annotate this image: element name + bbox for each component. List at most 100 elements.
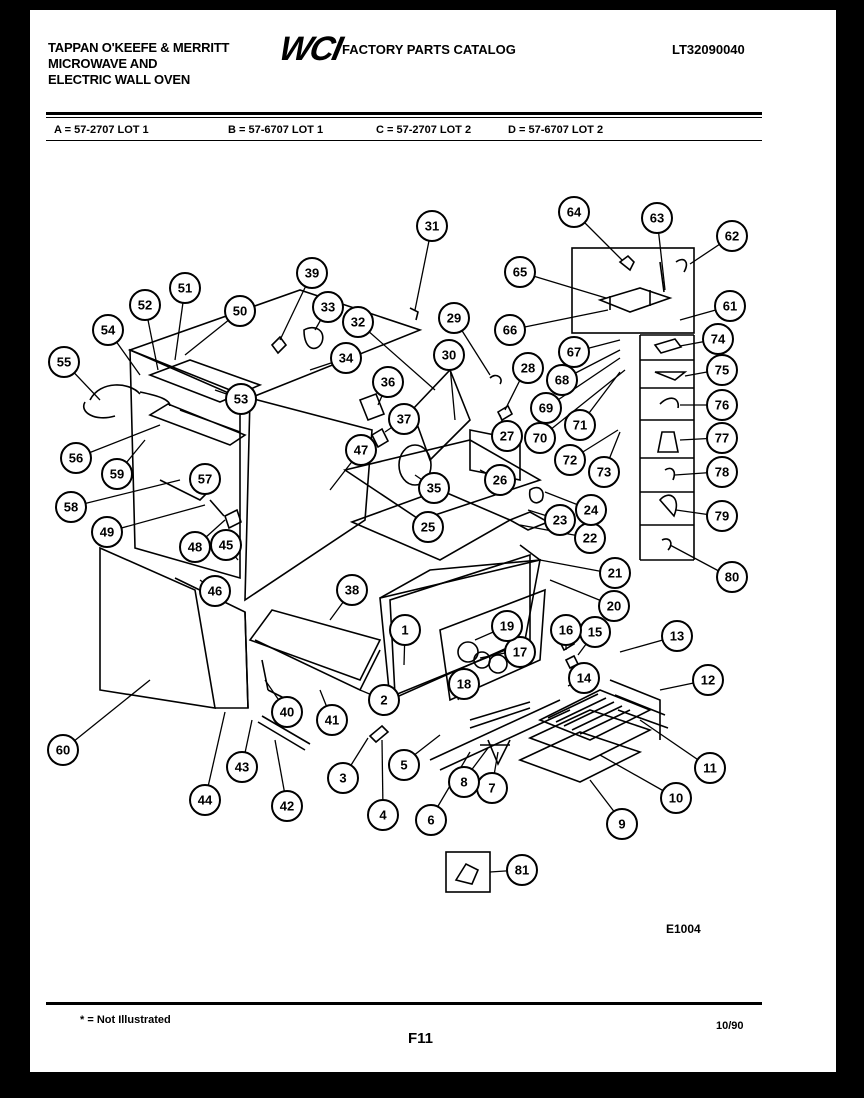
svg-text:12: 12 — [701, 673, 715, 688]
svg-text:37: 37 — [397, 412, 411, 427]
svg-text:30: 30 — [442, 348, 456, 363]
brand-line: TAPPAN O'KEEFE & MERRITT — [48, 40, 230, 55]
svg-text:75: 75 — [715, 363, 729, 378]
svg-text:71: 71 — [573, 418, 587, 433]
callout-12: 12 — [692, 664, 724, 696]
callout-2: 2 — [368, 684, 400, 716]
lot-b: B = 57-6707 LOT 1 — [228, 124, 324, 136]
svg-text:20: 20 — [607, 599, 621, 614]
callout-35: 35 — [418, 472, 450, 504]
svg-text:64: 64 — [567, 205, 582, 220]
svg-text:42: 42 — [280, 799, 294, 814]
callout-69: 69 — [530, 392, 562, 424]
svg-text:43: 43 — [235, 760, 249, 775]
svg-text:4: 4 — [379, 808, 387, 823]
callout-22: 22 — [574, 522, 606, 554]
svg-text:35: 35 — [427, 481, 441, 496]
callout-30: 30 — [433, 339, 465, 371]
callout-17: 17 — [504, 636, 536, 668]
svg-text:67: 67 — [567, 345, 581, 360]
callout-21: 21 — [599, 557, 631, 589]
callout-31: 31 — [416, 210, 448, 242]
svg-text:17: 17 — [513, 645, 527, 660]
svg-text:41: 41 — [325, 713, 339, 728]
svg-text:15: 15 — [588, 625, 602, 640]
callout-80: 80 — [716, 561, 748, 593]
callout-8: 8 — [448, 766, 480, 798]
svg-text:61: 61 — [723, 299, 737, 314]
callout-55: 55 — [48, 346, 80, 378]
callout-71: 71 — [564, 409, 596, 441]
svg-text:74: 74 — [711, 332, 726, 347]
callout-45: 45 — [210, 529, 242, 561]
svg-text:47: 47 — [354, 443, 368, 458]
svg-text:2: 2 — [380, 693, 387, 708]
svg-text:62: 62 — [725, 229, 739, 244]
svg-text:49: 49 — [100, 525, 114, 540]
svg-text:56: 56 — [69, 451, 83, 466]
bottom-panel — [248, 609, 382, 681]
svg-text:70: 70 — [533, 431, 547, 446]
drawing-code: E1004 — [666, 922, 701, 936]
svg-text:69: 69 — [539, 401, 553, 416]
callout-47: 47 — [345, 434, 377, 466]
callout-9: 9 — [606, 808, 638, 840]
svg-text:13: 13 — [670, 629, 684, 644]
svg-text:53: 53 — [234, 392, 248, 407]
callout-59: 59 — [101, 458, 133, 490]
callout-67: 67 — [558, 336, 590, 368]
callout-34: 34 — [330, 342, 362, 374]
callout-32: 32 — [342, 306, 374, 338]
callout-79: 79 — [706, 500, 738, 532]
svg-text:6: 6 — [427, 813, 434, 828]
svg-text:63: 63 — [650, 211, 664, 226]
svg-text:54: 54 — [101, 323, 116, 338]
svg-text:44: 44 — [198, 793, 213, 808]
callout-60: 60 — [47, 734, 79, 766]
svg-text:81: 81 — [515, 863, 529, 878]
callout-20: 20 — [598, 590, 630, 622]
svg-text:68: 68 — [555, 373, 569, 388]
svg-text:76: 76 — [715, 398, 729, 413]
callout-27: 27 — [491, 420, 523, 452]
callout-48: 48 — [179, 531, 211, 563]
svg-text:1: 1 — [401, 623, 408, 638]
svg-text:9: 9 — [618, 817, 625, 832]
svg-text:29: 29 — [447, 311, 461, 326]
callout-36: 36 — [372, 366, 404, 398]
svg-text:24: 24 — [584, 503, 599, 518]
svg-text:22: 22 — [583, 531, 597, 546]
svg-text:14: 14 — [577, 671, 592, 686]
footer-rule — [46, 1002, 762, 1005]
callout-29: 29 — [438, 302, 470, 334]
model-number: LT32090040 — [672, 42, 745, 57]
callout-28: 28 — [512, 352, 544, 384]
svg-text:78: 78 — [715, 465, 729, 480]
svg-text:80: 80 — [725, 570, 739, 585]
svg-text:60: 60 — [56, 743, 70, 758]
callout-61: 61 — [714, 290, 746, 322]
callout-40: 40 — [271, 696, 303, 728]
callout-74: 74 — [702, 323, 734, 355]
callout-49: 49 — [91, 516, 123, 548]
header-rule — [46, 112, 762, 115]
svg-text:28: 28 — [521, 361, 535, 376]
svg-text:18: 18 — [457, 677, 471, 692]
callout-50: 50 — [224, 295, 256, 327]
svg-text:39: 39 — [305, 266, 319, 281]
svg-text:65: 65 — [513, 265, 527, 280]
footnote: * = Not Illustrated — [80, 1014, 171, 1026]
callout-5: 5 — [388, 749, 420, 781]
callout-52: 52 — [129, 289, 161, 321]
callout-58: 58 — [55, 491, 87, 523]
callout-15: 15 — [579, 616, 611, 648]
callout-1: 1 — [389, 614, 421, 646]
svg-text:50: 50 — [233, 304, 247, 319]
callout-26: 26 — [484, 464, 516, 496]
control-assembly-box — [571, 247, 695, 334]
oven-rack — [538, 689, 652, 741]
svg-text:23: 23 — [553, 513, 567, 528]
callout-33: 33 — [312, 291, 344, 323]
svg-text:38: 38 — [345, 583, 359, 598]
